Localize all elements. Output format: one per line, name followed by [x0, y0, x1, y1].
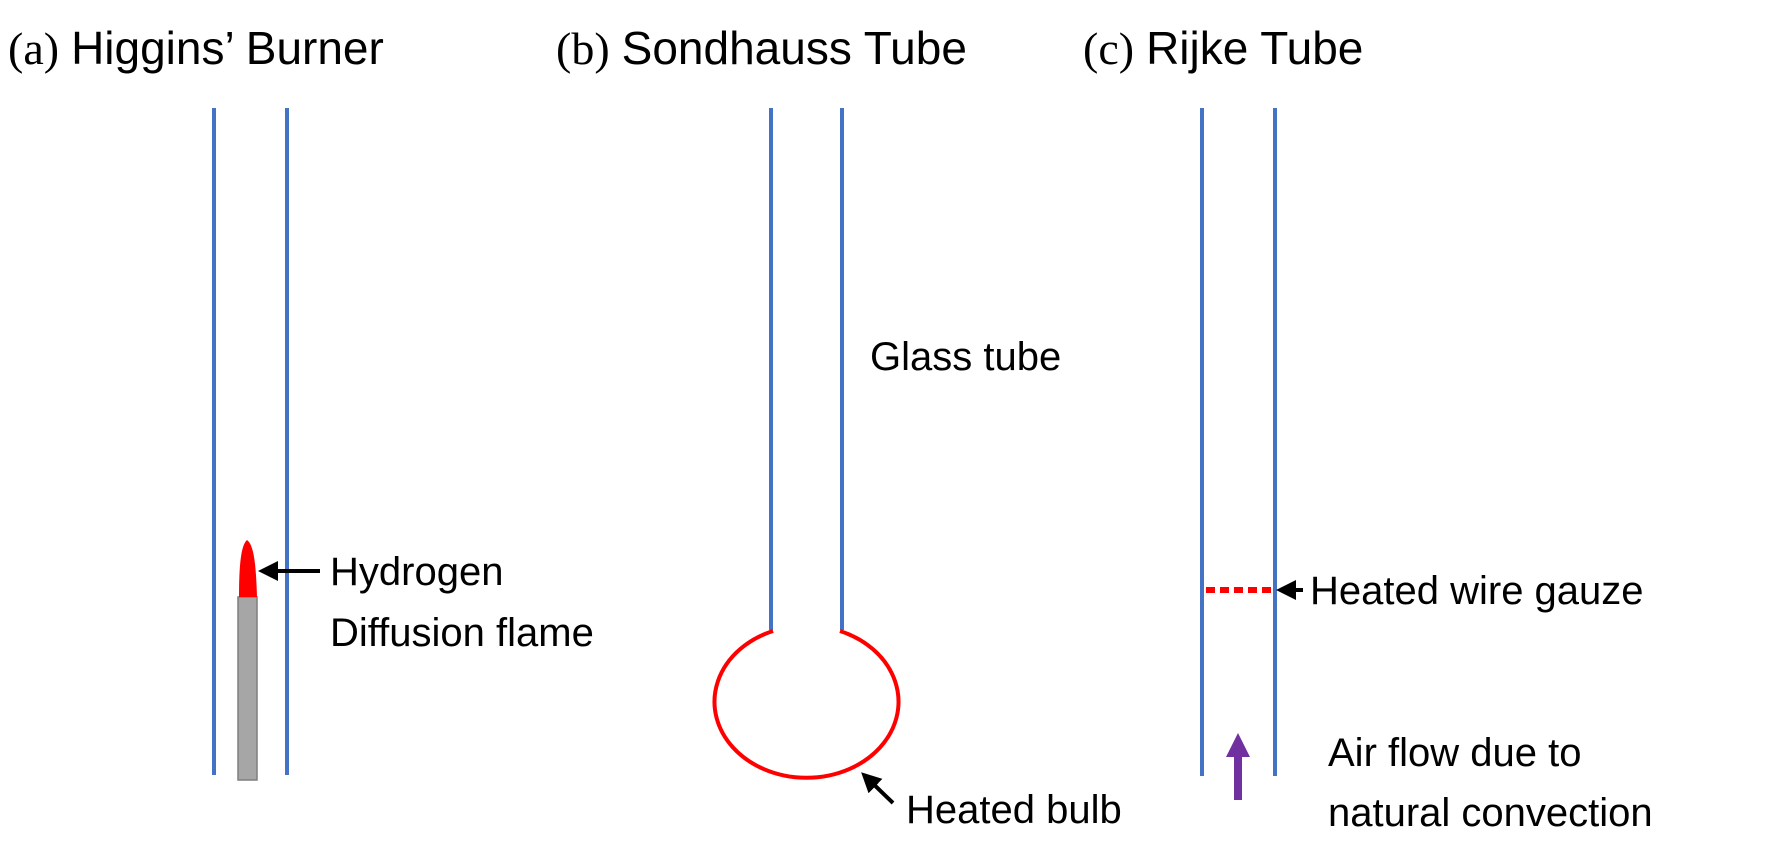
panel-c-rijke-tube: (c)Rijke Tube Heated wire gauze Air flow…	[1083, 22, 1653, 835]
label-air-flow-line2: natural convection	[1328, 791, 1653, 835]
label-heated-wire-gauze: Heated wire gauze	[1310, 569, 1644, 613]
panel-a-higgins-burner: (a)Higgins’ Burner Hydrogen Diffusion fl…	[8, 22, 594, 781]
bulb-pointer-arrow	[861, 772, 895, 805]
panel-a-title: (a)Higgins’ Burner	[8, 22, 384, 74]
panel-c-title: (c)Rijke Tube	[1083, 22, 1363, 74]
label-diffusion-flame: Diffusion flame	[330, 611, 594, 655]
panel-b-title-text: Sondhauss Tube	[622, 22, 967, 74]
label-hydrogen: Hydrogen	[330, 550, 503, 594]
panel-a-title-text: Higgins’ Burner	[71, 22, 384, 74]
hydrogen-flame	[239, 540, 257, 597]
panel-c-title-text: Rijke Tube	[1146, 22, 1363, 74]
panel-c-prefix: (c)	[1083, 23, 1134, 74]
label-heated-bulb: Heated bulb	[906, 788, 1122, 832]
panel-b-title: (b)Sondhauss Tube	[556, 22, 967, 74]
label-air-flow-line1: Air flow due to	[1328, 731, 1581, 775]
panel-b-prefix: (b)	[556, 23, 610, 74]
label-glass-tube: Glass tube	[870, 335, 1061, 379]
panel-b-sondhauss-tube: (b)Sondhauss Tube Glass tube Heated bulb	[556, 22, 1122, 832]
heated-bulb	[712, 629, 901, 780]
panel-a-prefix: (a)	[8, 23, 59, 74]
burner-gas-pipe	[237, 596, 258, 781]
